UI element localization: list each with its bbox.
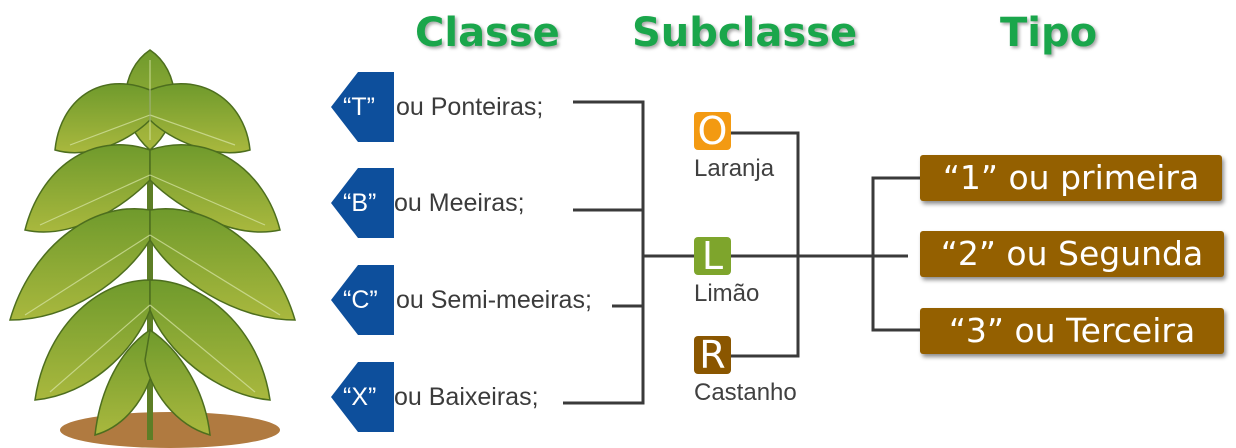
class-arrow-t	[331, 72, 394, 142]
class-arrow-c	[331, 265, 394, 335]
class-label-t: ou Ponteiras;	[396, 93, 544, 121]
class-code-x: “X”	[343, 383, 377, 411]
subclass-box-l: L	[694, 237, 731, 275]
subclass-label-o: Laranja	[694, 155, 775, 182]
class-label-x: ou Baixeiras;	[394, 383, 539, 411]
subclass-label-l: Limão	[694, 280, 760, 307]
class-code-b: “B”	[343, 189, 377, 217]
heading-subclasse: Subclasse	[632, 10, 858, 56]
class-label-b: ou Meeiras;	[394, 189, 525, 217]
subclass-label-r: Castanho	[694, 379, 797, 406]
class-code-c: “C”	[343, 286, 378, 314]
type-box-1: “1” ou primeira	[920, 155, 1222, 201]
class-arrow-b	[331, 168, 394, 238]
tobacco-plant-icon	[9, 49, 296, 448]
subclass-box-r: R	[694, 336, 731, 374]
heading-classe: Classe	[415, 10, 560, 56]
type-box-3: “3” ou Terceira	[920, 308, 1224, 354]
class-arrow-x	[331, 362, 394, 432]
class-label-c: ou Semi-meeiras;	[396, 286, 592, 314]
type-box-2: “2” ou Segunda	[920, 231, 1224, 277]
subclass-box-o: O	[694, 112, 731, 150]
class-code-t: “T”	[343, 93, 375, 121]
heading-tipo: Tipo	[1000, 10, 1098, 56]
